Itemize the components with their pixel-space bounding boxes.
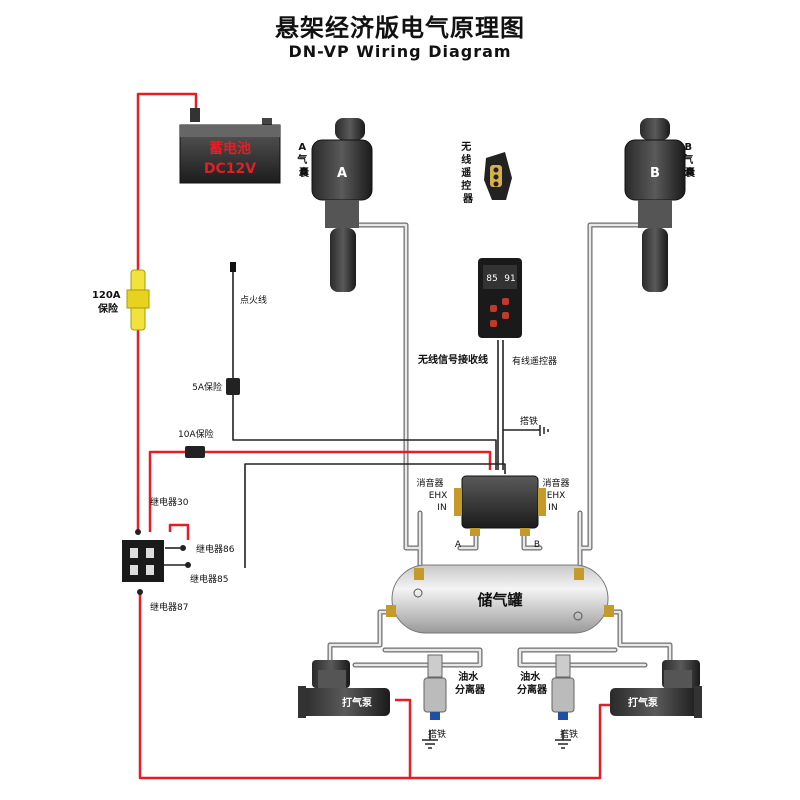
fuse-10a	[185, 446, 205, 458]
ground-label-top: 搭铁	[520, 415, 538, 427]
airbag-b-label-3: 囊	[684, 166, 696, 179]
pump-right-label: 打气泵	[628, 696, 659, 709]
ground-symbol-top	[539, 425, 549, 436]
wireless-remote-icon	[484, 152, 512, 200]
wireless-remote-label-3: 遥	[461, 166, 471, 179]
fuse-120a-label-1: 120A	[92, 290, 121, 301]
wireless-remote-label-4: 控	[461, 179, 471, 192]
air-pump-right	[610, 660, 702, 718]
separator-right-label-2: 分离器	[517, 683, 548, 696]
wired-remote-label: 有线遥控器	[512, 355, 557, 367]
separator-left-label: 油水 分离器	[455, 670, 486, 696]
relay	[122, 529, 191, 595]
airbag-a-label-2: 气	[296, 153, 307, 166]
ground-label-right: 搭铁	[560, 728, 578, 740]
air-tank	[386, 564, 614, 634]
relay85-label: 继电器85	[190, 573, 228, 585]
wired-controller	[478, 258, 522, 338]
pump-left-label: 打气泵	[342, 696, 373, 709]
valve-block	[454, 475, 546, 536]
fuse-10a-label: 10A保险	[178, 428, 214, 440]
separator-left-label-2: 分离器	[455, 683, 486, 696]
muffler-left-l1: 消音器	[416, 477, 443, 489]
muffler-right-l3: IN	[548, 503, 557, 513]
battery-voltage: DC12V	[204, 161, 256, 177]
ignition-terminal	[230, 262, 236, 272]
airbag-b	[624, 118, 686, 292]
airbag-a-letter: A	[337, 166, 347, 181]
separator-right-label: 油水 分离器	[517, 670, 548, 696]
muffler-right-l1: 消音器	[542, 477, 569, 489]
airbag-a-label: A 气 囊	[296, 142, 310, 179]
battery-label: 蓄电池	[209, 140, 251, 157]
relay87-label: 继电器87	[150, 601, 188, 613]
airbag-a-label-1: A	[298, 142, 306, 153]
wireless-remote-label: 无 线 遥 控 器	[460, 141, 474, 205]
fuse-120a	[126, 269, 150, 331]
separator-right	[551, 654, 575, 720]
fuse-120a-label: 120A 保险	[92, 290, 124, 315]
relay86-label: 继电器86	[196, 543, 235, 555]
ground-symbol-right	[555, 739, 571, 749]
fuse-5a	[226, 378, 240, 395]
separator-right-label-1: 油水	[520, 670, 541, 683]
fuse-5a-label: 5A保险	[192, 381, 222, 393]
wireless-remote-label-1: 无	[460, 141, 471, 153]
muffler-left-l2: EHX	[429, 491, 448, 501]
ground-label-left: 搭铁	[428, 728, 446, 740]
airbag-b-letter: B	[650, 166, 660, 181]
wireless-antenna-label: 无线信号接收线	[417, 353, 488, 366]
wireless-remote-label-5: 器	[462, 193, 474, 205]
port-a-label: A	[455, 540, 462, 550]
airbag-a-label-3: 囊	[298, 166, 310, 179]
diagram-title: 悬架经济版电气原理图	[275, 14, 525, 42]
muffler-left-l3: IN	[437, 503, 446, 513]
airbag-b-label: B 气 囊	[682, 142, 696, 179]
air-pipes	[327, 202, 673, 668]
separator-left-label-1: 油水	[458, 670, 479, 683]
separator-left	[423, 654, 447, 720]
controller-right-value: 91	[504, 274, 515, 284]
airbag-b-label-1: B	[684, 142, 692, 153]
battery	[179, 108, 281, 184]
relay30-label: 继电器30	[150, 496, 189, 508]
controller-left-value: 85	[486, 274, 497, 284]
diagram-subtitle: DN-VP Wiring Diagram	[288, 42, 512, 61]
black-wires	[160, 270, 564, 740]
ground-symbol-left	[422, 739, 438, 749]
tank-label: 储气罐	[477, 591, 522, 609]
ignition-label: 点火线	[240, 294, 267, 306]
fuse-120a-label-2: 保险	[97, 302, 119, 315]
wireless-remote-label-2: 线	[461, 153, 471, 166]
muffler-right-l2: EHX	[547, 491, 566, 501]
airbag-b-label-2: 气	[682, 153, 693, 166]
air-pump-left	[298, 660, 390, 718]
port-b-label: B	[534, 540, 540, 550]
airbag-a	[311, 118, 373, 292]
